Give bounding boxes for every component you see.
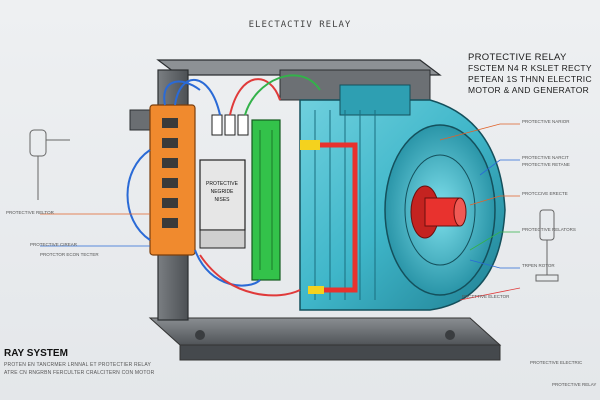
- right-leaders: [439, 123, 521, 301]
- terminal-block: [149, 104, 196, 256]
- right-label-5: PROTECTIVE RELATORS: [522, 227, 576, 232]
- left-label-2: PROTECTIVE CIREAR: [30, 242, 78, 247]
- footer-subtitle-1: PROTEN EN TANCRMER LRNNAL ET PROTECTIER …: [4, 362, 152, 368]
- red-wire: [300, 140, 358, 294]
- motor-shaft: [410, 185, 467, 239]
- diagram-title: ELECTACTIV RELAY: [248, 20, 352, 30]
- left-label-3: PROTCTOR ECON TECTER: [40, 252, 99, 257]
- callout-line-1: PROTECTIVE RELAY: [468, 52, 567, 63]
- right-label-2: PROTECTIVE NARCIT: [522, 155, 569, 160]
- svg-text:PROTECTIVE: PROTECTIVE: [206, 181, 239, 187]
- top-relays: [211, 114, 249, 136]
- callout-line-3: PETEAN 1S THNN ELECTRIC: [468, 74, 592, 84]
- footer-subtitle-2: ATRE CN RNGRBN FERCULTER CRALCITERN CON …: [4, 370, 155, 376]
- footer-title: RAY SYSTEM: [4, 348, 68, 359]
- electric-motor: [299, 84, 506, 311]
- left-leaders: [40, 213, 150, 247]
- callout-line-2: FSCTEM N4 R KSLET RECTY: [468, 63, 592, 73]
- right-component-sketch: [535, 209, 559, 282]
- right-label-3: PROTECTIVE RETANE: [522, 162, 570, 167]
- right-label-6: TRPEN ROTOR: [522, 263, 555, 268]
- right-label-7: PRCTTTIVE ELECTOR: [462, 294, 510, 299]
- callout-text: PROTECTIVE RELAY FSCTEM N4 R KSLET RECTY…: [468, 52, 598, 96]
- right-label-4: PROTCCIVE ERECTE: [522, 191, 568, 196]
- right-label-8: PROTECTIVE ELECTRIC: [530, 360, 583, 365]
- callout-line-4: MOTOR & AND GENERATOR: [468, 85, 590, 95]
- svg-text:NEGRIDE: NEGRIDE: [211, 189, 234, 195]
- left-label-1: PROTECTIVE RELTOR: [6, 210, 54, 215]
- right-label-9: PROTECTIVE RELAY: [552, 382, 597, 387]
- wiring: [126, 74, 321, 297]
- left-sensor-sketch: [29, 129, 70, 200]
- green-circuit-board: [251, 119, 281, 281]
- right-label-1: PROTECTIVE NARIOR: [522, 119, 570, 124]
- base-plate: [148, 317, 502, 361]
- relay-module: PROTECTIVE NEGRIDE NISES: [199, 159, 246, 249]
- svg-text:NISES: NISES: [214, 197, 230, 203]
